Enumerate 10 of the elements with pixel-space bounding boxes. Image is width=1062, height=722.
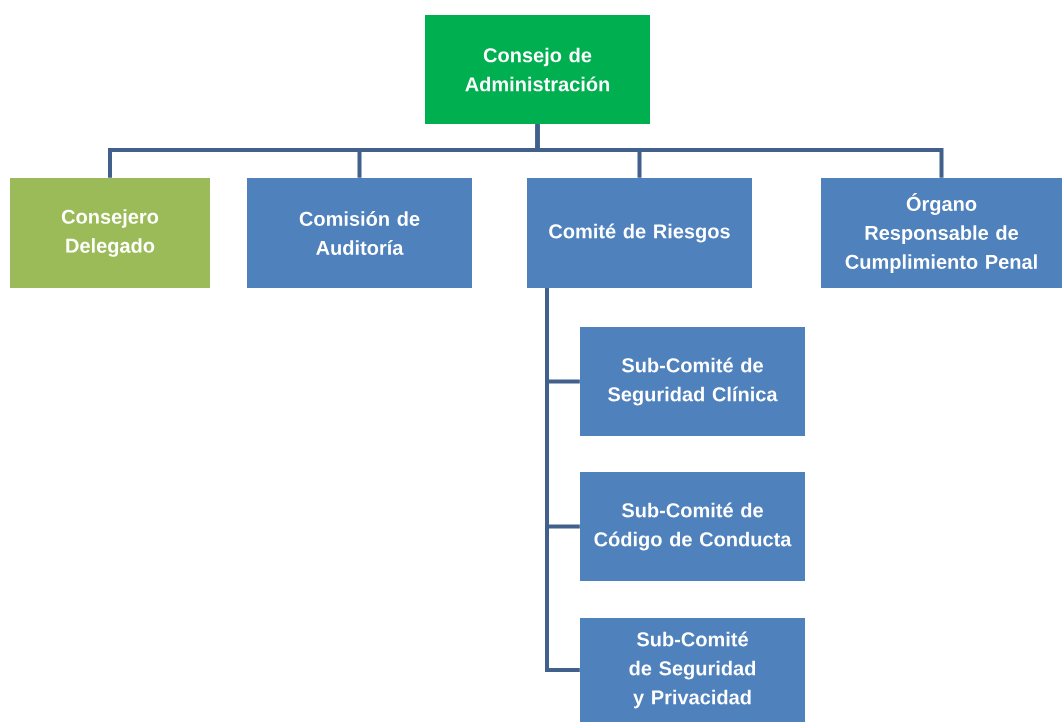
org-box: Sub-Comité de Seguridad Clínica xyxy=(580,327,805,436)
org-box: Órgano Responsable de Cumplimiento Penal xyxy=(821,178,1062,288)
org-box: Comité de Riesgos xyxy=(527,178,752,288)
org-box: Comisión de Auditoría xyxy=(247,178,472,288)
org-box: Consejo de Administración xyxy=(425,15,650,124)
org-box: Consejero Delegado xyxy=(10,178,210,288)
connector-line xyxy=(535,124,944,178)
org-box: Sub-Comité de Seguridad y Privacidad xyxy=(580,618,805,722)
connector-line xyxy=(545,288,580,672)
org-box: Sub-Comité de Código de Conducta xyxy=(580,472,805,581)
